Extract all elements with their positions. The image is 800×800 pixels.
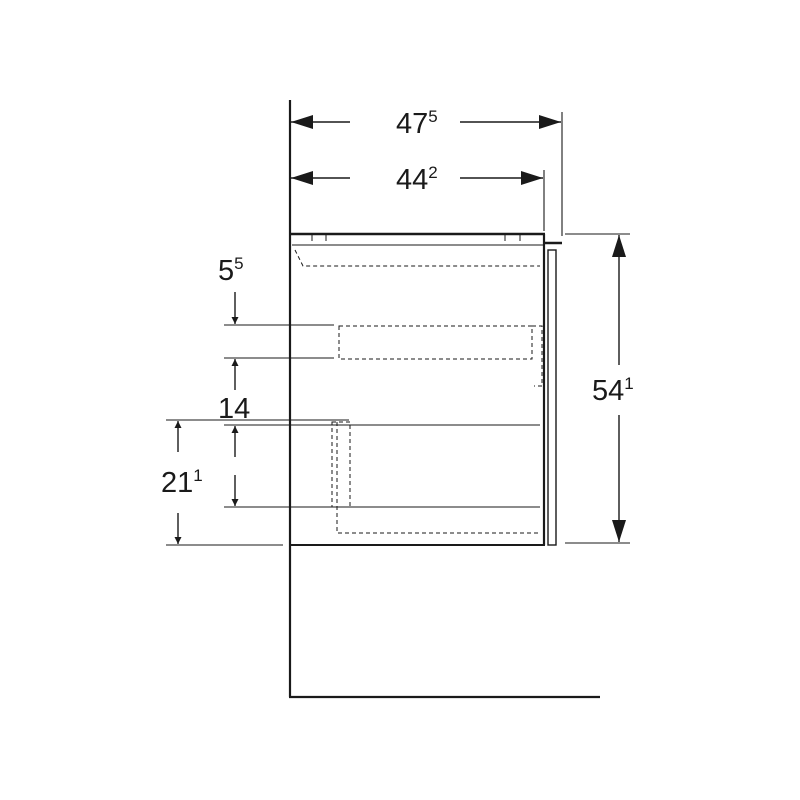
- lower-drawer-side-hidden: [331, 421, 351, 508]
- hidden-lines: [294, 249, 543, 534]
- front-panel: [547, 249, 557, 546]
- dimension-lines: [174, 115, 626, 544]
- extension-lines: [166, 112, 630, 546]
- label-total-height: 541: [592, 374, 634, 407]
- top-drawer-hidden: [294, 249, 540, 267]
- cabinet-body: [290, 232, 562, 546]
- label-top-offset: 55: [218, 254, 244, 287]
- upper-drawer-hidden: [338, 325, 533, 360]
- upper-drawer-front-hidden: [532, 325, 543, 387]
- label-drawer-gap: 14: [218, 393, 250, 425]
- lower-drawer-hidden: [336, 422, 540, 534]
- label-total-depth: 475: [396, 107, 438, 140]
- label-bottom-height: 211: [161, 466, 203, 499]
- label-body-depth: 442: [396, 163, 438, 196]
- wall-and-floor: [288, 100, 600, 699]
